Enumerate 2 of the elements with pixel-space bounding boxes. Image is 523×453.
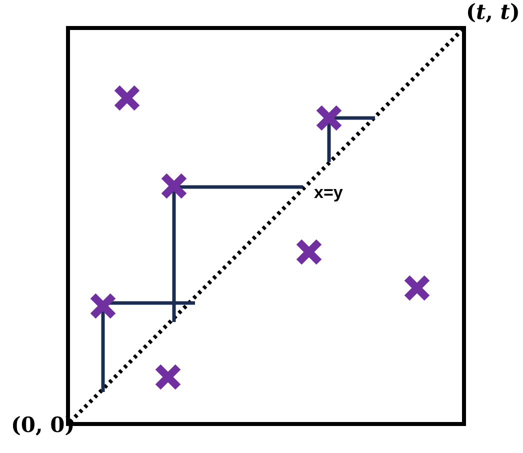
corner-label: (t, t) [466,1,520,22]
diagonal-label: x=y [314,184,343,201]
